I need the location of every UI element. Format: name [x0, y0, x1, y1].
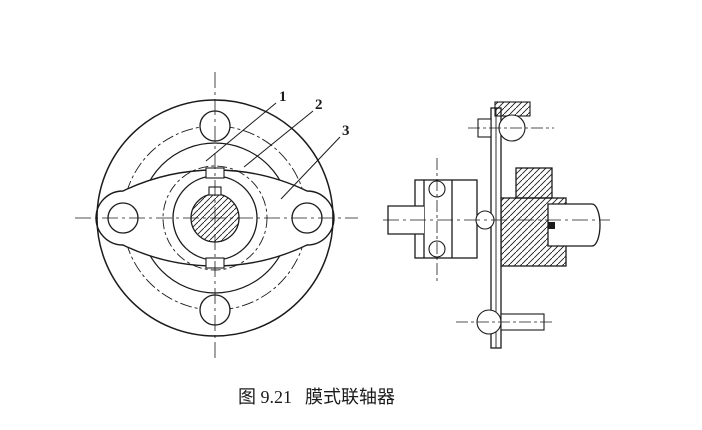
- part-label-3: 3: [342, 123, 350, 139]
- figure-caption-number: 图 9.21: [238, 387, 292, 407]
- leader-line-1: [205, 102, 277, 162]
- figure-caption: 图 9.21 膜式联轴器: [238, 387, 395, 407]
- front-view: [75, 72, 358, 362]
- section-view: [383, 101, 610, 349]
- part-label-2: 2: [315, 97, 323, 113]
- leader-line-2: [243, 110, 314, 168]
- top-bolt-cap-hatched: [494, 101, 531, 117]
- right-hub-upper-hatched: [515, 167, 553, 199]
- right-shaft-key: [548, 222, 555, 229]
- leader-line-3: [280, 136, 341, 200]
- part-label-1: 1: [279, 89, 287, 105]
- figure-caption-title: 膜式联轴器: [305, 387, 395, 407]
- right-shaft: [547, 203, 601, 247]
- part-labels: 1 2 3: [205, 89, 350, 200]
